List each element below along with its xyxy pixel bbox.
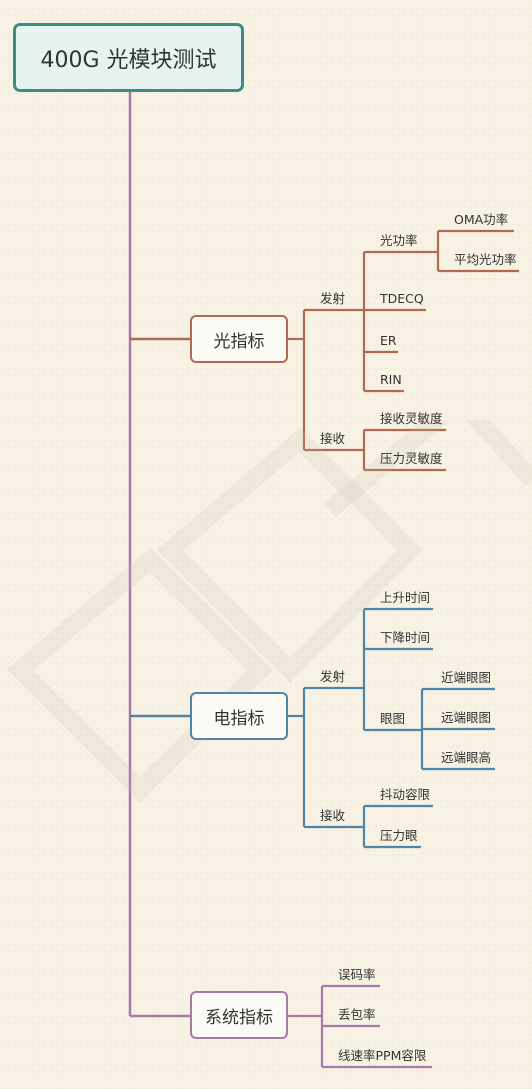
node-electrical[interactable]: 电指标 — [190, 692, 288, 740]
optical-connectors — [288, 229, 519, 472]
system-item-ppm[interactable]: 线速率PPM容限 — [338, 1048, 427, 1063]
system-connectors — [288, 984, 432, 1069]
electrical-eye-item-far[interactable]: 远端眼图 — [441, 710, 492, 725]
electrical-eye-label[interactable]: 眼图 — [380, 711, 406, 726]
electrical-rise-time[interactable]: 上升时间 — [380, 590, 431, 605]
optical-power-item-oma[interactable]: OMA功率 — [454, 212, 509, 227]
node-optical-label: 光指标 — [213, 331, 265, 352]
optical-tx-label[interactable]: 发射 — [320, 291, 346, 306]
system-item-packet-loss[interactable]: 丢包率 — [338, 1007, 376, 1022]
optical-tdecq[interactable]: TDECQ — [380, 291, 424, 306]
optical-power-item-avg[interactable]: 平均光功率 — [454, 252, 517, 267]
optical-rx-item-stress[interactable]: 压力灵敏度 — [380, 451, 443, 466]
optical-power-label[interactable]: 光功率 — [380, 233, 418, 248]
electrical-tx-label[interactable]: 发射 — [320, 669, 346, 684]
electrical-eye-item-near[interactable]: 近端眼图 — [441, 670, 492, 685]
optical-er[interactable]: ER — [380, 333, 397, 348]
node-system-label: 系统指标 — [205, 1007, 273, 1028]
root-node[interactable]: 400G 光模块测试 — [13, 23, 244, 92]
electrical-rx-label[interactable]: 接收 — [320, 808, 346, 823]
node-system[interactable]: 系统指标 — [190, 991, 288, 1039]
optical-rx-item-sensitivity[interactable]: 接收灵敏度 — [380, 411, 443, 426]
electrical-eye-item-height[interactable]: 远端眼高 — [441, 750, 492, 765]
root-title: 400G 光模块测试 — [40, 47, 217, 73]
node-optical[interactable]: 光指标 — [190, 315, 288, 363]
electrical-fall-time[interactable]: 下降时间 — [380, 630, 431, 645]
system-item-ber[interactable]: 误码率 — [338, 967, 376, 982]
electrical-connectors — [288, 607, 495, 849]
electrical-rx-item-jitter[interactable]: 抖动容限 — [380, 787, 431, 802]
electrical-rx-item-stress-eye[interactable]: 压力眼 — [380, 828, 418, 843]
optical-rx-label[interactable]: 接收 — [320, 431, 346, 446]
optical-rin[interactable]: RIN — [380, 372, 402, 387]
node-electrical-label: 电指标 — [213, 708, 265, 729]
